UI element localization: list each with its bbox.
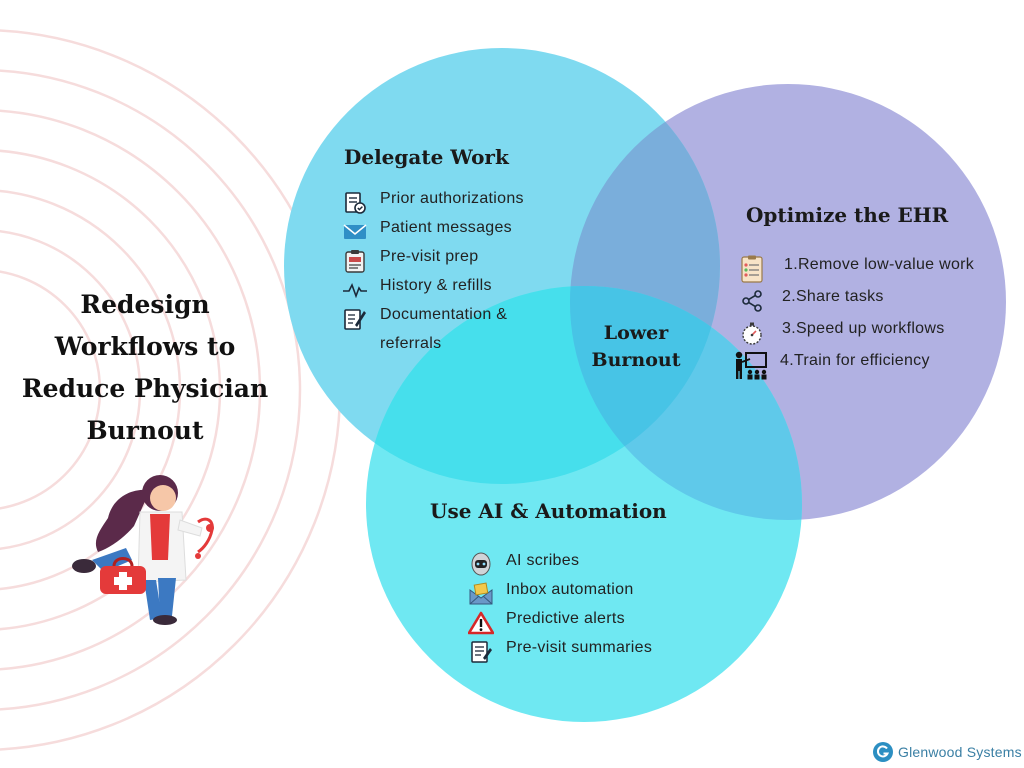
item-label: Remove low-value work — [797, 256, 975, 273]
center-label-text: Lower Burnout — [591, 322, 681, 371]
stopwatch-icon — [736, 320, 768, 346]
list-item: Inbox automation — [468, 581, 652, 610]
item-label: Pre-visit prep — [380, 248, 479, 265]
list-item: Prior authorizations — [342, 190, 524, 219]
delegate-work-heading: Delegate Work — [344, 145, 509, 169]
item-label: Patient messages — [380, 219, 512, 236]
ai-automation-list: AI scribes Inbox automation Predictive a… — [468, 552, 652, 668]
robot-icon — [468, 552, 494, 578]
item-label: History & refills — [380, 277, 492, 294]
share-icon — [736, 288, 768, 314]
list-item: Documentation & referrals — [342, 306, 524, 364]
document-list-icon — [468, 639, 494, 665]
item-label: Predictive alerts — [506, 610, 625, 627]
list-item: 4. Train for efficiency — [735, 351, 974, 384]
pulse-icon — [342, 277, 368, 303]
item-label-line-1: Documentation & — [380, 306, 508, 323]
item-number: 3. — [782, 320, 796, 337]
item-label: AI scribes — [506, 552, 580, 569]
doctor-illustration — [72, 475, 214, 625]
inbox-icon — [468, 581, 494, 607]
item-label: Prior authorizations — [380, 190, 524, 207]
optimize-ehr-heading: Optimize the EHR — [746, 203, 949, 227]
list-item: History & refills — [342, 277, 524, 306]
training-icon — [732, 351, 772, 380]
document-pen-icon — [342, 306, 368, 332]
item-label: Documentation & referrals — [380, 300, 507, 358]
list-item: Patient messages — [342, 219, 524, 248]
clipboard-icon — [342, 248, 368, 274]
list-item: Pre-visit summaries — [468, 639, 652, 668]
item-label: Share tasks — [795, 288, 884, 305]
list-item: 1. Remove low-value work — [736, 255, 975, 288]
list-item: Pre-visit prep — [342, 248, 524, 277]
item-label: Inbox automation — [506, 581, 634, 598]
item-number: 1. — [784, 256, 798, 273]
glenwood-logo: Glenwood Systems — [872, 741, 1022, 763]
list-item: 3. Speed up workflows — [736, 320, 974, 352]
list-item: 2. Share tasks — [736, 288, 974, 320]
delegate-work-list: Prior authorizations Patient messages Pr… — [342, 190, 524, 364]
optimize-ehr-list: 1. Remove low-value work 2. Share tasks … — [735, 255, 975, 384]
list-item: Predictive alerts — [468, 610, 652, 639]
item-label: Pre-visit summaries — [506, 639, 653, 656]
item-number: 4. — [780, 352, 794, 369]
ai-automation-heading: Use AI & Automation — [430, 499, 667, 523]
glenwood-logo-icon — [873, 742, 893, 762]
item-label: Speed up workflows — [795, 320, 945, 337]
item-label-line-2: referrals — [380, 335, 442, 352]
envelope-icon — [342, 219, 368, 245]
list-item: AI scribes — [468, 552, 652, 581]
page-title: Redesign Workflows to Reduce Physician B… — [21, 290, 269, 445]
logo-text: Glenwood Systems — [898, 744, 1022, 760]
warning-icon — [468, 610, 494, 636]
item-number: 2. — [782, 288, 796, 305]
document-check-icon — [342, 190, 368, 216]
checklist-icon — [736, 255, 768, 283]
lower-burnout-label: Lower Burnout — [578, 320, 694, 374]
item-label: Train for efficiency — [793, 352, 930, 369]
